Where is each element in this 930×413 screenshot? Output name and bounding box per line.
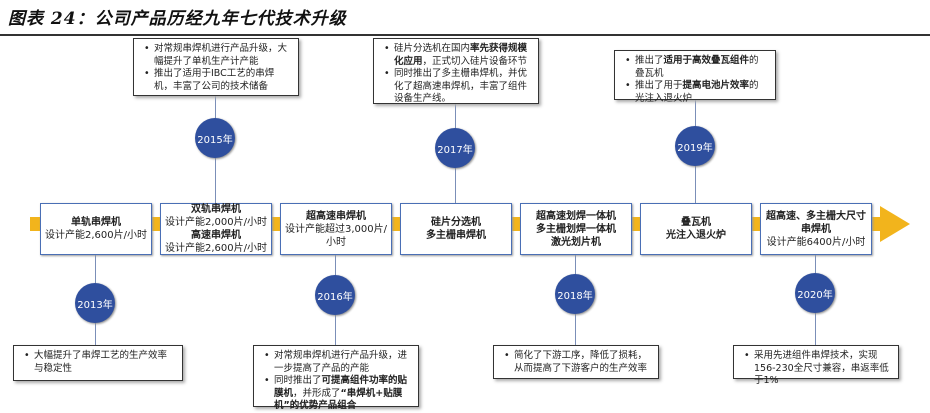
stage-line: 设计产能6400片/小时 — [766, 236, 866, 248]
note-bullet: 同时推出了多主栅串焊机，并优化了超高速串焊机，丰富了组件设备生产线。 — [384, 68, 530, 106]
note-list: 硅片分选机在国内率先获得规模化应用，正式切入硅片设备环节同时推出了多主栅串焊机，… — [380, 43, 530, 106]
stage-line: 设计产能2,600片/小时 — [45, 230, 147, 241]
note-list: 简化了下游工序，降低了损耗，从而提高了下游客户的生产效率 — [500, 350, 650, 375]
note-text: 提高电池片效率 — [682, 80, 750, 91]
year-circle-2015: 2015年 — [195, 118, 235, 158]
note-text: 适用于高效叠瓦组件 — [663, 55, 750, 66]
note-list: 对常规串焊机进行产品升级，大幅提升了单机生产计产能推出了适用于IBC工艺的串焊机… — [140, 43, 290, 93]
stage-line: 多主栅串焊机 — [426, 230, 486, 241]
stage-box-3: 超高速串焊机设计产能超过3,000片/小时 — [280, 203, 392, 255]
stage-box-5: 超高速划焊一体机多主栅划焊一体机激光划片机 — [520, 203, 632, 255]
stage-line: 超高速划焊一体机 — [536, 210, 616, 222]
stage-box-7: 超高速、多主栅大尺寸串焊机设计产能6400片/小时 — [760, 203, 872, 255]
note-2018: 简化了下游工序，降低了损耗，从而提高了下游客户的生产效率 — [493, 345, 659, 379]
stage-box-6: 叠瓦机光注入退火炉 — [640, 203, 752, 255]
note-bullet: 推出了用于提高电池片效率的光注入退火炉 — [625, 80, 767, 105]
note-text: 推出了用于 — [635, 80, 683, 91]
note-text: “串焊机+贴膜机”的优势产品组合 — [274, 387, 403, 412]
note-list: 推出了适用于高效叠瓦组件的叠瓦机推出了用于提高电池片效率的光注入退火炉 — [621, 55, 767, 105]
stage-line: 超高速、多主栅大尺寸 — [766, 210, 866, 222]
stage-line: 光注入退火炉 — [666, 230, 726, 241]
note-text: 大幅提升了串焊工艺的生产效率与稳定性 — [34, 350, 168, 374]
stage-line: 双轨串焊机 — [191, 204, 241, 215]
note-bullet: 大幅提升了串焊工艺的生产效率与稳定性 — [24, 350, 174, 375]
note-bullet: 推出了适用于IBC工艺的串焊机，丰富了公司的技术储备 — [144, 68, 290, 93]
stage-box-2: 双轨串焊机设计产能2,000片/小时高速串焊机设计产能2,600片/小时 — [160, 203, 272, 255]
note-bullet: 采用先进组件串焊技术，实现156-230全尺寸兼容，串返率低于1% — [744, 350, 890, 388]
note-list: 采用先进组件串焊技术，实现156-230全尺寸兼容，串返率低于1% — [740, 350, 890, 388]
note-list: 大幅提升了串焊工艺的生产效率与稳定性 — [20, 350, 174, 375]
note-text: ，并形成了 — [293, 387, 341, 399]
note-text: 同时推出了多主栅串焊机，并优化了超高速串焊机，丰富了组件设备生产线。 — [394, 68, 528, 104]
year-circle-2019: 2019年 — [675, 126, 715, 166]
note-text: 可提高组件功率的贴膜机 — [274, 375, 408, 399]
note-2016: 对常规串焊机进行产品升级，进一步提高了产品的产能同时推出了可提高组件功率的贴膜机… — [253, 345, 419, 411]
note-bullet: 对常规串焊机进行产品升级，进一步提高了产品的产能 — [264, 350, 410, 375]
note-2020: 采用先进组件串焊技术，实现156-230全尺寸兼容，串返率低于1% — [733, 345, 899, 386]
figure-title: 图表 24：公司产品历经九年七代技术升级 — [8, 9, 347, 29]
year-circle-2018: 2018年 — [555, 274, 595, 314]
stage-line: 多主栅划焊一体机 — [536, 223, 616, 235]
note-text: 的叠瓦机 — [635, 55, 759, 79]
stage-line: 高速串焊机 — [191, 230, 241, 241]
note-2019: 推出了适用于高效叠瓦组件的叠瓦机推出了用于提高电池片效率的光注入退火炉 — [614, 50, 776, 104]
note-bullet: 简化了下游工序，降低了损耗，从而提高了下游客户的生产效率 — [504, 350, 650, 375]
stage-line: 设计产能2,000片/小时 — [165, 217, 267, 228]
note-bullet: 对常规串焊机进行产品升级，大幅提升了单机生产计产能 — [144, 43, 290, 68]
note-text: ，正式切入硅片设备环节 — [422, 55, 528, 67]
stage-line: 激光划片机 — [551, 236, 601, 248]
note-bullet: 硅片分选机在国内率先获得规模化应用，正式切入硅片设备环节 — [384, 43, 530, 68]
stage-line: 串焊机 — [801, 223, 831, 235]
note-2015: 对常规串焊机进行产品升级，大幅提升了单机生产计产能推出了适用于IBC工艺的串焊机… — [133, 38, 299, 96]
stage-line: 硅片分选机 — [431, 217, 481, 228]
year-circle-2013: 2013年 — [75, 283, 115, 323]
note-text: 硅片分选机在国内 — [394, 43, 471, 54]
year-circle-2016: 2016年 — [315, 275, 355, 315]
note-list: 对常规串焊机进行产品升级，进一步提高了产品的产能同时推出了可提高组件功率的贴膜机… — [260, 350, 410, 413]
note-text: 同时推出了 — [274, 375, 322, 386]
note-text: 采用先进组件串焊技术，实现156-230全尺寸兼容，串返率低于1% — [754, 350, 889, 386]
note-text: 简化了下游工序，降低了损耗，从而提高了下游客户的生产效率 — [514, 350, 648, 374]
year-circle-2017: 2017年 — [435, 128, 475, 168]
stage-line: 单轨串焊机 — [71, 217, 121, 228]
stage-box-1: 单轨串焊机设计产能2,600片/小时 — [40, 203, 152, 255]
note-text: 对常规串焊机进行产品升级，进一步提高了产品的产能 — [274, 350, 408, 374]
note-text: 的光注入退火炉 — [635, 80, 759, 104]
note-bullet: 同时推出了可提高组件功率的贴膜机，并形成了“串焊机+贴膜机”的优势产品组合 — [264, 375, 410, 413]
note-text: 推出了适用于IBC工艺的串焊机，丰富了公司的技术储备 — [154, 68, 275, 92]
stage-line: 超高速串焊机 — [306, 210, 366, 222]
stage-line: 设计产能2,600片/小时 — [165, 243, 267, 254]
stage-line: 设计产能超过3,000片/小时 — [285, 223, 387, 248]
note-text: 推出了 — [635, 55, 664, 66]
year-circle-2020: 2020年 — [795, 273, 835, 313]
stage-line: 叠瓦机 — [681, 217, 711, 228]
note-2017: 硅片分选机在国内率先获得规模化应用，正式切入硅片设备环节同时推出了多主栅串焊机，… — [373, 38, 539, 104]
note-text: 对常规串焊机进行产品升级，大幅提升了单机生产计产能 — [154, 43, 288, 67]
title-rule — [0, 34, 930, 36]
note-text: 率先获得规模化应用 — [394, 43, 528, 67]
stage-box-4: 硅片分选机多主栅串焊机 — [400, 203, 512, 255]
note-2013: 大幅提升了串焊工艺的生产效率与稳定性 — [13, 345, 183, 381]
note-bullet: 推出了适用于高效叠瓦组件的叠瓦机 — [625, 55, 767, 80]
